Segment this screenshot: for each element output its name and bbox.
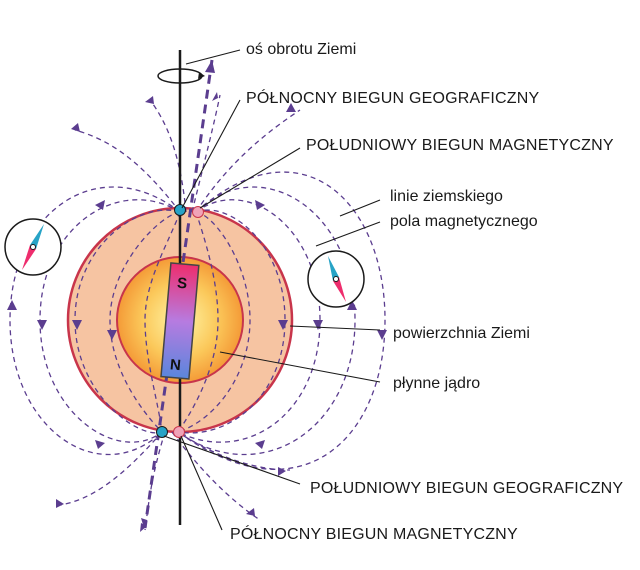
magnet-n-letter: N	[169, 356, 181, 374]
magnet-s-letter: S	[176, 275, 187, 293]
magnetic-axis-arrow-top	[205, 60, 215, 73]
field-lines-label-line1: linie ziemskiego	[390, 188, 503, 205]
field-line-arrows	[7, 92, 387, 532]
field-lines-label-line2: pola magnetycznego	[390, 213, 538, 230]
leader-lines	[163, 49, 381, 531]
south-geographic-pole-marker	[156, 426, 168, 438]
compass-right-icon	[307, 250, 365, 308]
compass-left-icon	[4, 218, 62, 276]
north-magnetic-pole-marker	[173, 426, 185, 438]
south-magnetic-pole-marker	[192, 206, 204, 218]
liquid-core-label: płynne jądro	[393, 375, 480, 392]
bar-magnet: S N	[160, 262, 200, 380]
earth-surface-label: powierzchnia Ziemi	[393, 325, 530, 342]
south-magnetic-pole-label: POŁUDNIOWY BIEGUN MAGNETYCZNY	[306, 137, 614, 154]
rotation-axis-label: oś obrotu Ziemi	[246, 41, 356, 58]
north-magnetic-pole-label: PÓŁNOCNY BIEGUN MAGNETYCZNY	[230, 524, 518, 543]
rotation-arrow-icon	[157, 68, 205, 84]
south-geographic-pole-label: POŁUDNIOWY BIEGUN GEOGRAFICZNY	[310, 480, 623, 497]
north-geographic-pole-marker	[174, 204, 186, 216]
north-geographic-pole-label: PÓŁNOCNY BIEGUN GEOGRAFICZNY	[246, 88, 539, 107]
magnetic-axis-arrow-bottom	[141, 518, 147, 528]
magnetic-axis	[143, 59, 214, 529]
